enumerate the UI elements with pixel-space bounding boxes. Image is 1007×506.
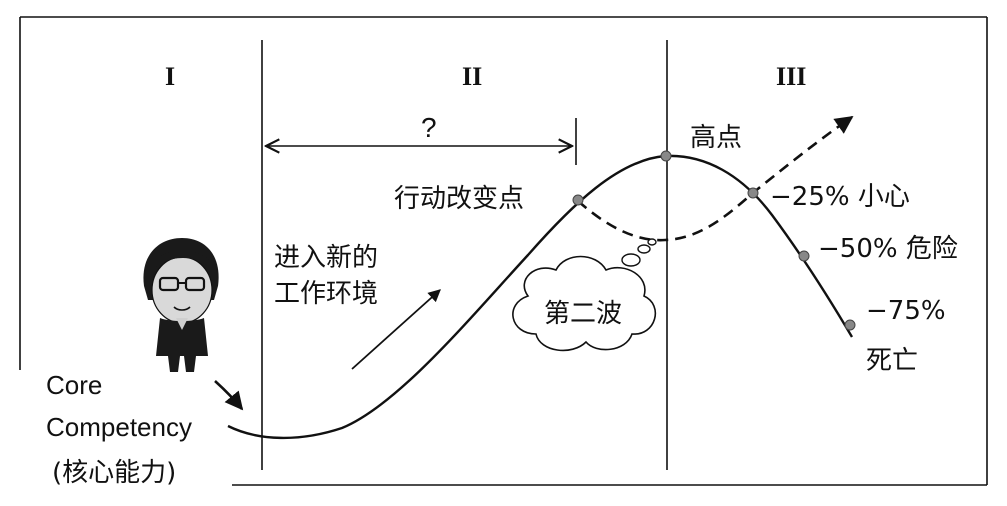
second-wave-curve	[577, 115, 854, 242]
inflection-label: 行动改变点	[394, 184, 525, 214]
phase-three-label: III	[776, 62, 807, 91]
marker-minus-25	[747, 187, 759, 199]
second-wave-label: 第二波	[544, 299, 623, 329]
thought-bubble	[512, 238, 657, 352]
decline-marker-50: −50% 危险	[818, 228, 958, 265]
phase-one-label: I	[165, 62, 176, 91]
decline-percent-75: −75%	[866, 296, 946, 326]
core-competency-line-1: Core	[46, 370, 103, 400]
peak-label: 高点	[690, 123, 743, 153]
decline-marker-25: −25% 小心	[770, 176, 910, 213]
person-illustration	[143, 238, 219, 372]
decline-percent-25: −25%	[770, 182, 850, 212]
new-environment-line-2: 工作环境	[274, 279, 379, 309]
duration-question-mark: ?	[421, 112, 437, 143]
marker-minus-75	[844, 319, 856, 331]
core-competency-line-3: (核心能力)	[52, 458, 177, 488]
decline-meaning-50: 危险	[905, 234, 958, 264]
decline-meaning-25: 小心	[857, 182, 910, 212]
phase-two-label: II	[462, 62, 483, 91]
new-environment-arrow	[351, 289, 441, 370]
peak-point	[660, 150, 672, 162]
new-environment-line-1: 进入新的	[274, 243, 379, 273]
decline-meaning-75: 死亡	[866, 346, 919, 376]
new-environment-label: 进入新的 工作环境	[274, 240, 378, 312]
decline-percent-50: −50%	[818, 234, 898, 264]
core-competency-line-2: Competency	[46, 412, 192, 442]
inflection-point	[572, 194, 584, 206]
marker-minus-50	[798, 250, 810, 262]
core-competency-arrow	[214, 380, 244, 411]
